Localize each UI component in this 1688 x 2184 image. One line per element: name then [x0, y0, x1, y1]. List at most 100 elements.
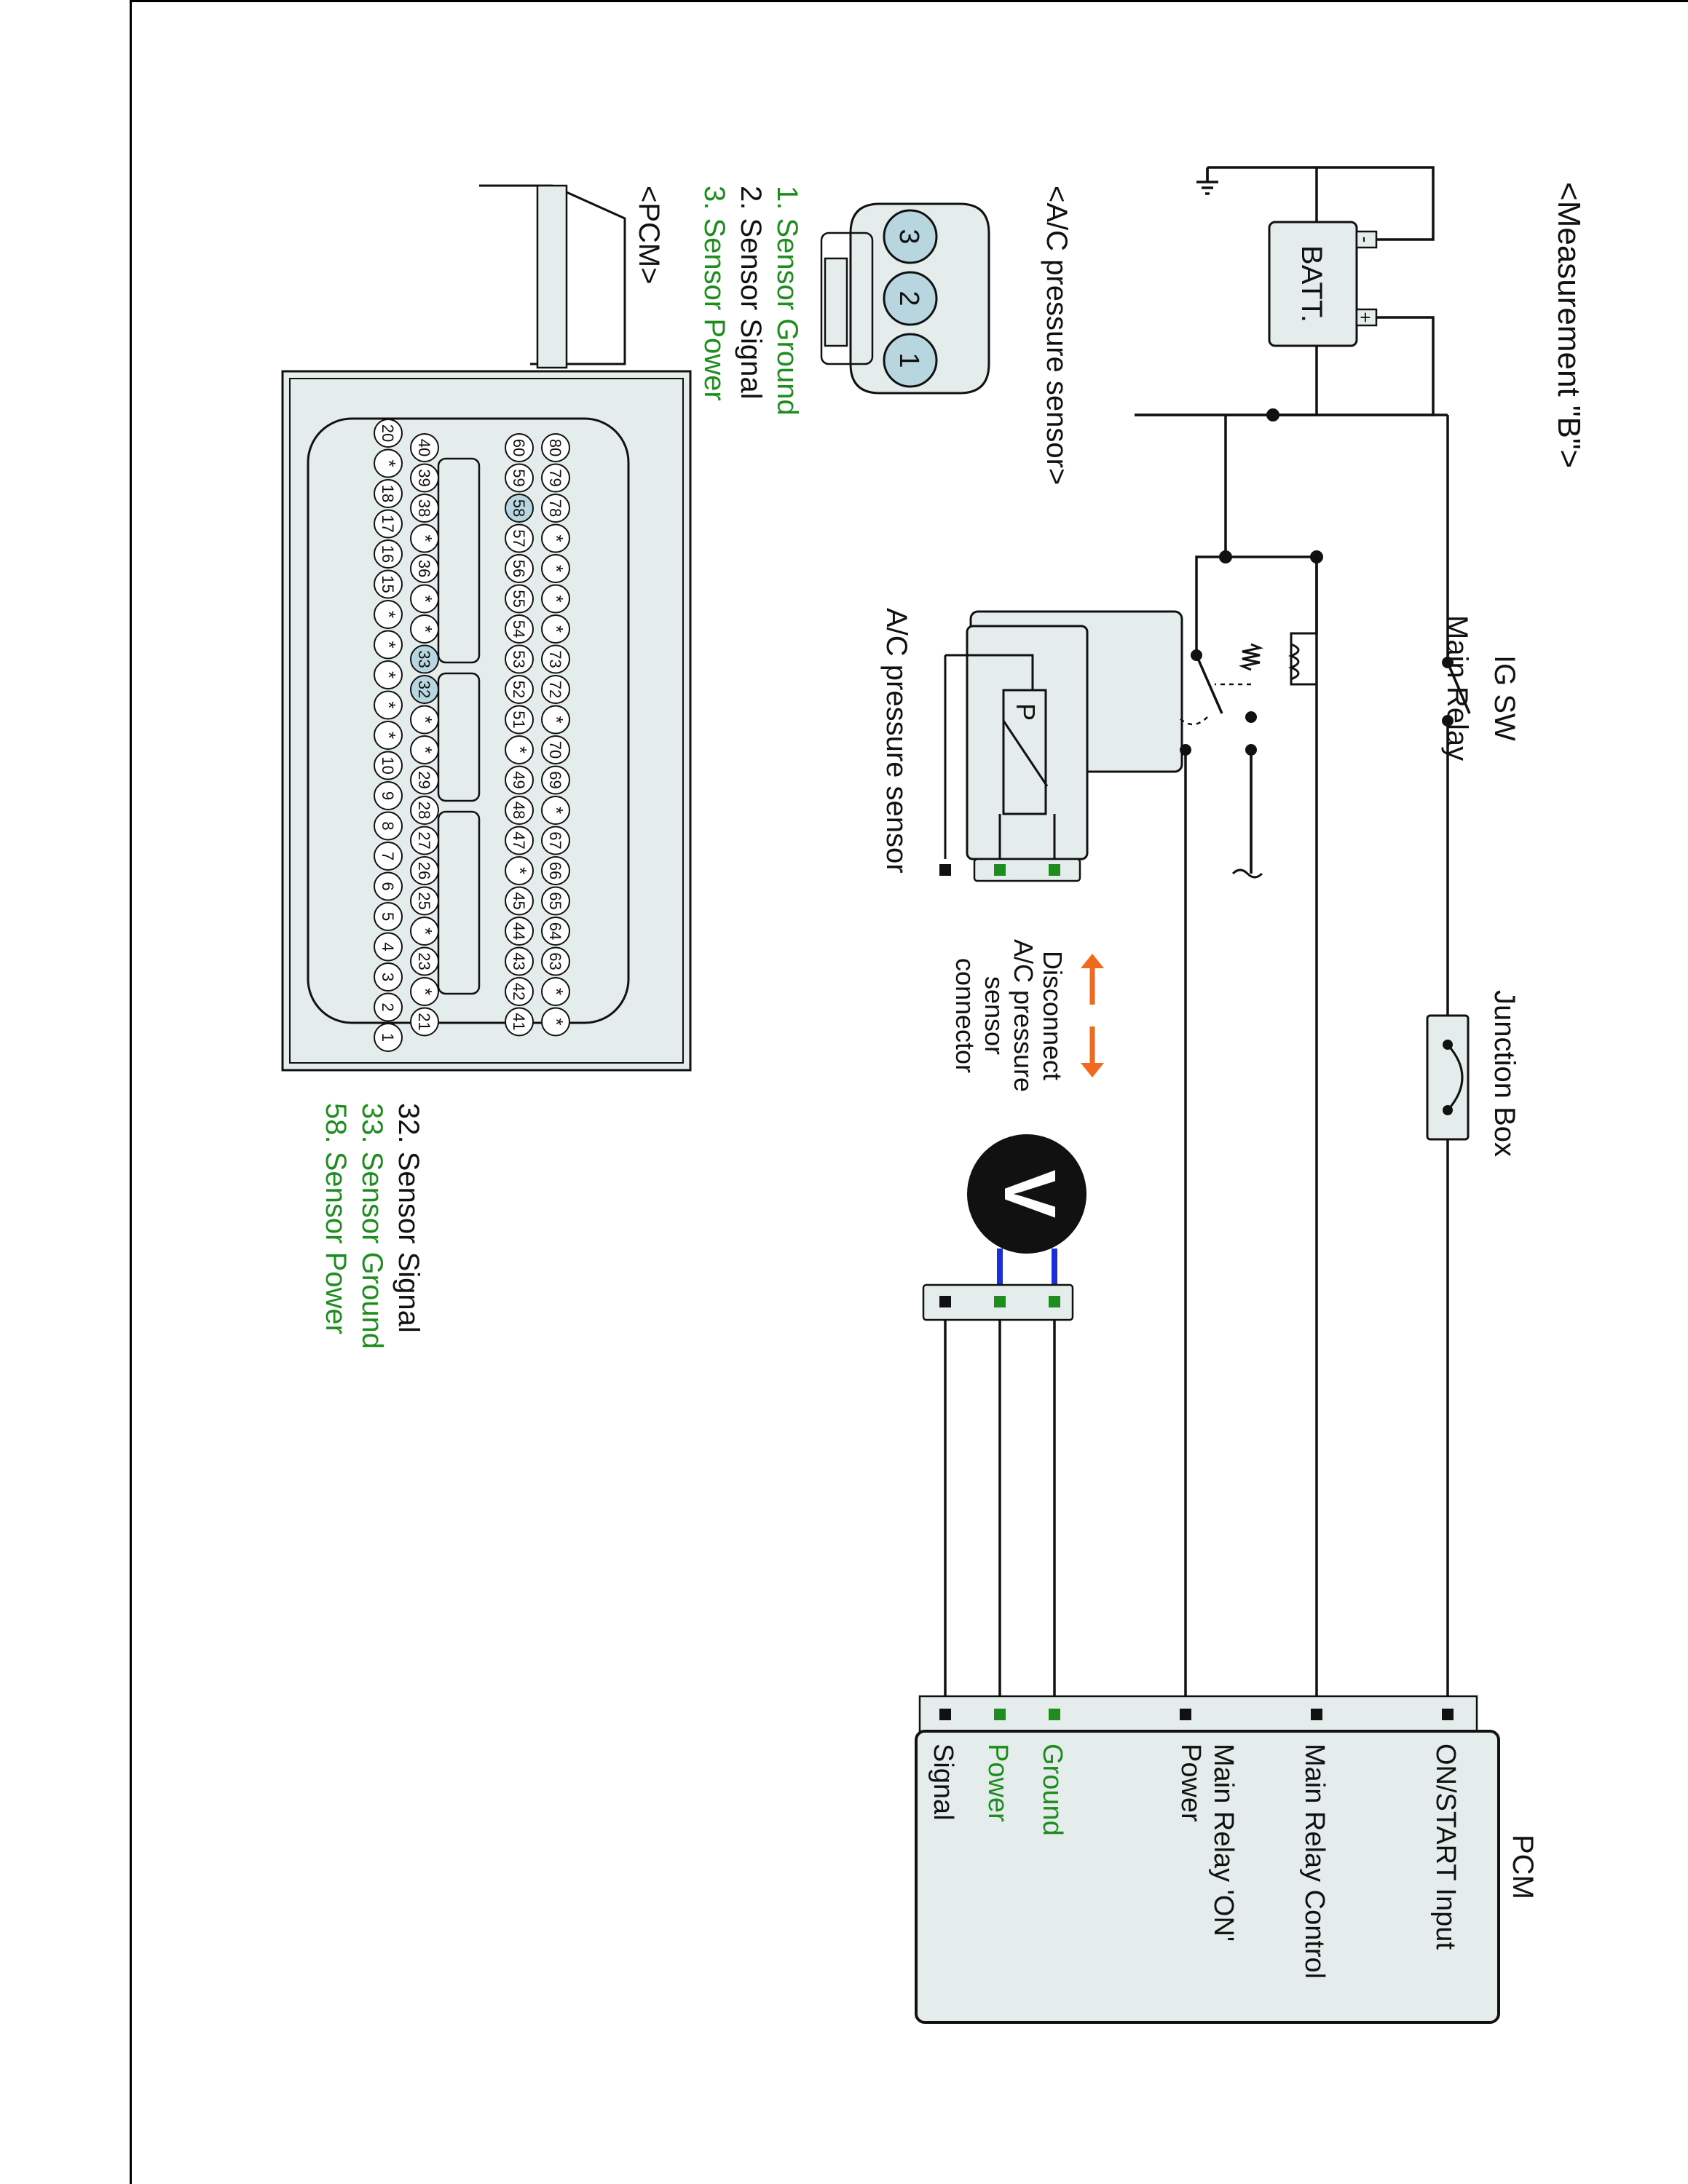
- svg-text:Disconnect: Disconnect: [1038, 951, 1068, 1080]
- sensor-legend-1: 1. Sensor Ground: [771, 186, 803, 416]
- pcm-pin-blank: [541, 1007, 570, 1037]
- pcm-pin-66: [541, 856, 570, 885]
- pcm-pin-blank: [410, 705, 439, 735]
- pcm-pin-blank: [410, 735, 439, 764]
- pcm-pin-78: [541, 494, 570, 523]
- svg-text:connector: connector: [950, 958, 980, 1073]
- page-frame: [130, 0, 1688, 2184]
- pcm-pin-label: 3: [379, 973, 397, 981]
- pcm-pin-blank: [374, 630, 403, 660]
- pcm-pin-17: [374, 509, 403, 539]
- pcm-pin-54: [505, 614, 534, 644]
- pcm-pin-label: 38: [415, 499, 433, 517]
- pcm-pin-label: 69: [546, 771, 564, 788]
- voltmeter: V: [967, 1134, 1086, 1296]
- pcm-pin-grid: 20*18171615*****10987654321403938*36**33…: [374, 419, 570, 1052]
- pcm-pin-label: 32: [415, 681, 433, 698]
- pcm-pin-15: [374, 569, 403, 599]
- pcm-pin-label: 63: [546, 952, 564, 970]
- pcm-pin-36: [410, 554, 439, 583]
- pcm-pin-70: [541, 735, 570, 764]
- pcm-pin-blank: [541, 584, 570, 614]
- pcm-pin-blank: [374, 690, 403, 720]
- pcm-legend-58: 58. Sensor Power: [320, 1103, 352, 1334]
- pcm-pin-10: [374, 751, 403, 780]
- pcm-pin-label: *: [545, 988, 567, 995]
- pcm-pin-label: 20: [379, 424, 397, 442]
- pcm-pin-47: [505, 826, 534, 855]
- pcm-pin-69: [541, 765, 570, 795]
- pcm-pin-29: [410, 765, 439, 795]
- pcm-pin-28: [410, 796, 439, 825]
- pcm-pin-32: [410, 675, 439, 704]
- measurement-title: <Measurement "B">: [1551, 182, 1587, 468]
- pcm-pin-8: [374, 811, 403, 841]
- pcm-pin-2: [374, 992, 403, 1022]
- pcm-pin-label: 2: [379, 1002, 397, 1011]
- pcm-pin-label: *: [545, 807, 567, 814]
- pcm-pin-relay-on-2: Power: [1175, 1744, 1206, 1822]
- pcm-pin-label: *: [509, 746, 531, 753]
- battery: - + BATT.: [1268, 221, 1378, 347]
- pcm-pin-label: 44: [510, 922, 528, 940]
- pcm-pin-label: 36: [415, 560, 433, 577]
- pcm-pin-signal: Signal: [928, 1744, 958, 1821]
- pcm-pin-label: 33: [415, 650, 433, 668]
- pcm-pin-label: 66: [546, 862, 564, 879]
- pcm-pin-63: [541, 946, 570, 976]
- pcm-pin-label: 39: [415, 469, 433, 486]
- pcm-pin-label: 10: [379, 756, 397, 774]
- pcm-pin-blank: [505, 856, 534, 885]
- pcm-pin-44: [505, 917, 534, 946]
- pcm-pin-57: [505, 523, 534, 553]
- pcm-pin-label: 47: [510, 831, 528, 849]
- wires: [944, 166, 1449, 1714]
- pcm-pin-label: 5: [379, 912, 397, 921]
- pcm-pin-58: [505, 494, 534, 523]
- disconnect-note: Disconnect A/C pressure sensor connector: [950, 939, 1068, 1092]
- pcm-pin-64: [541, 917, 570, 946]
- pcm-pin-38: [410, 494, 439, 523]
- pcm-pin-label: *: [414, 716, 436, 723]
- pcm-pin-blank: [374, 600, 403, 629]
- pcm-pin-blank: [541, 977, 570, 1006]
- pcm-pin-label: *: [378, 611, 400, 618]
- pcm-pin-label: *: [545, 625, 567, 633]
- battery-minus: -: [1354, 237, 1376, 243]
- pcm-pin-label: 65: [546, 892, 564, 909]
- pcm-pin-label: *: [545, 716, 567, 723]
- pcm-pin-48: [505, 796, 534, 825]
- pcm-pin-label: *: [414, 746, 436, 753]
- ig-switch: IG SW: [1442, 655, 1521, 741]
- pcm-pin-blank: [374, 660, 403, 689]
- pcm-pin-blank: [410, 977, 439, 1006]
- pcm-pin-79: [541, 463, 570, 493]
- pcm-pin-7: [374, 842, 403, 871]
- sensor-pin-3: 3: [894, 229, 924, 244]
- voltmeter-icon: V: [989, 1170, 1070, 1219]
- pcm-pin-25: [410, 886, 439, 916]
- sensor-pin-2: 2: [894, 290, 924, 306]
- pcm-pin-blank: [374, 721, 403, 750]
- pcm-pin-18: [374, 479, 403, 508]
- pcm-pin-label: 17: [379, 515, 397, 532]
- pcm-pin-ground: Ground: [1037, 1744, 1068, 1836]
- pcm-pin-label: 58: [510, 499, 528, 517]
- pcm-pin-label: 52: [510, 681, 528, 698]
- pcm-pin-blank: [410, 614, 439, 644]
- pcm-pin-label: 53: [510, 650, 528, 668]
- pcm-pin-1: [374, 1023, 403, 1052]
- pcm-pin-label: 79: [546, 469, 564, 486]
- pcm-pin-65: [541, 886, 570, 916]
- pcm-pin-label: *: [414, 534, 436, 542]
- pcm-pin-label: 9: [379, 791, 397, 800]
- disconnect-arrow-icon: [1081, 954, 1104, 1077]
- pcm-pin-label: 7: [379, 852, 397, 860]
- pcm-pin-45: [505, 886, 534, 916]
- sensor-connector-title: <A/C pressure sensor>: [1041, 186, 1073, 485]
- pressure-sensor: P A/C pressure sensor: [880, 608, 1089, 882]
- svg-text:sensor: sensor: [979, 976, 1009, 1055]
- pcm-pin-label: *: [414, 595, 436, 602]
- pcm-pin-56: [505, 554, 534, 583]
- pcm-legend-32: 32. Sensor Signal: [393, 1103, 425, 1333]
